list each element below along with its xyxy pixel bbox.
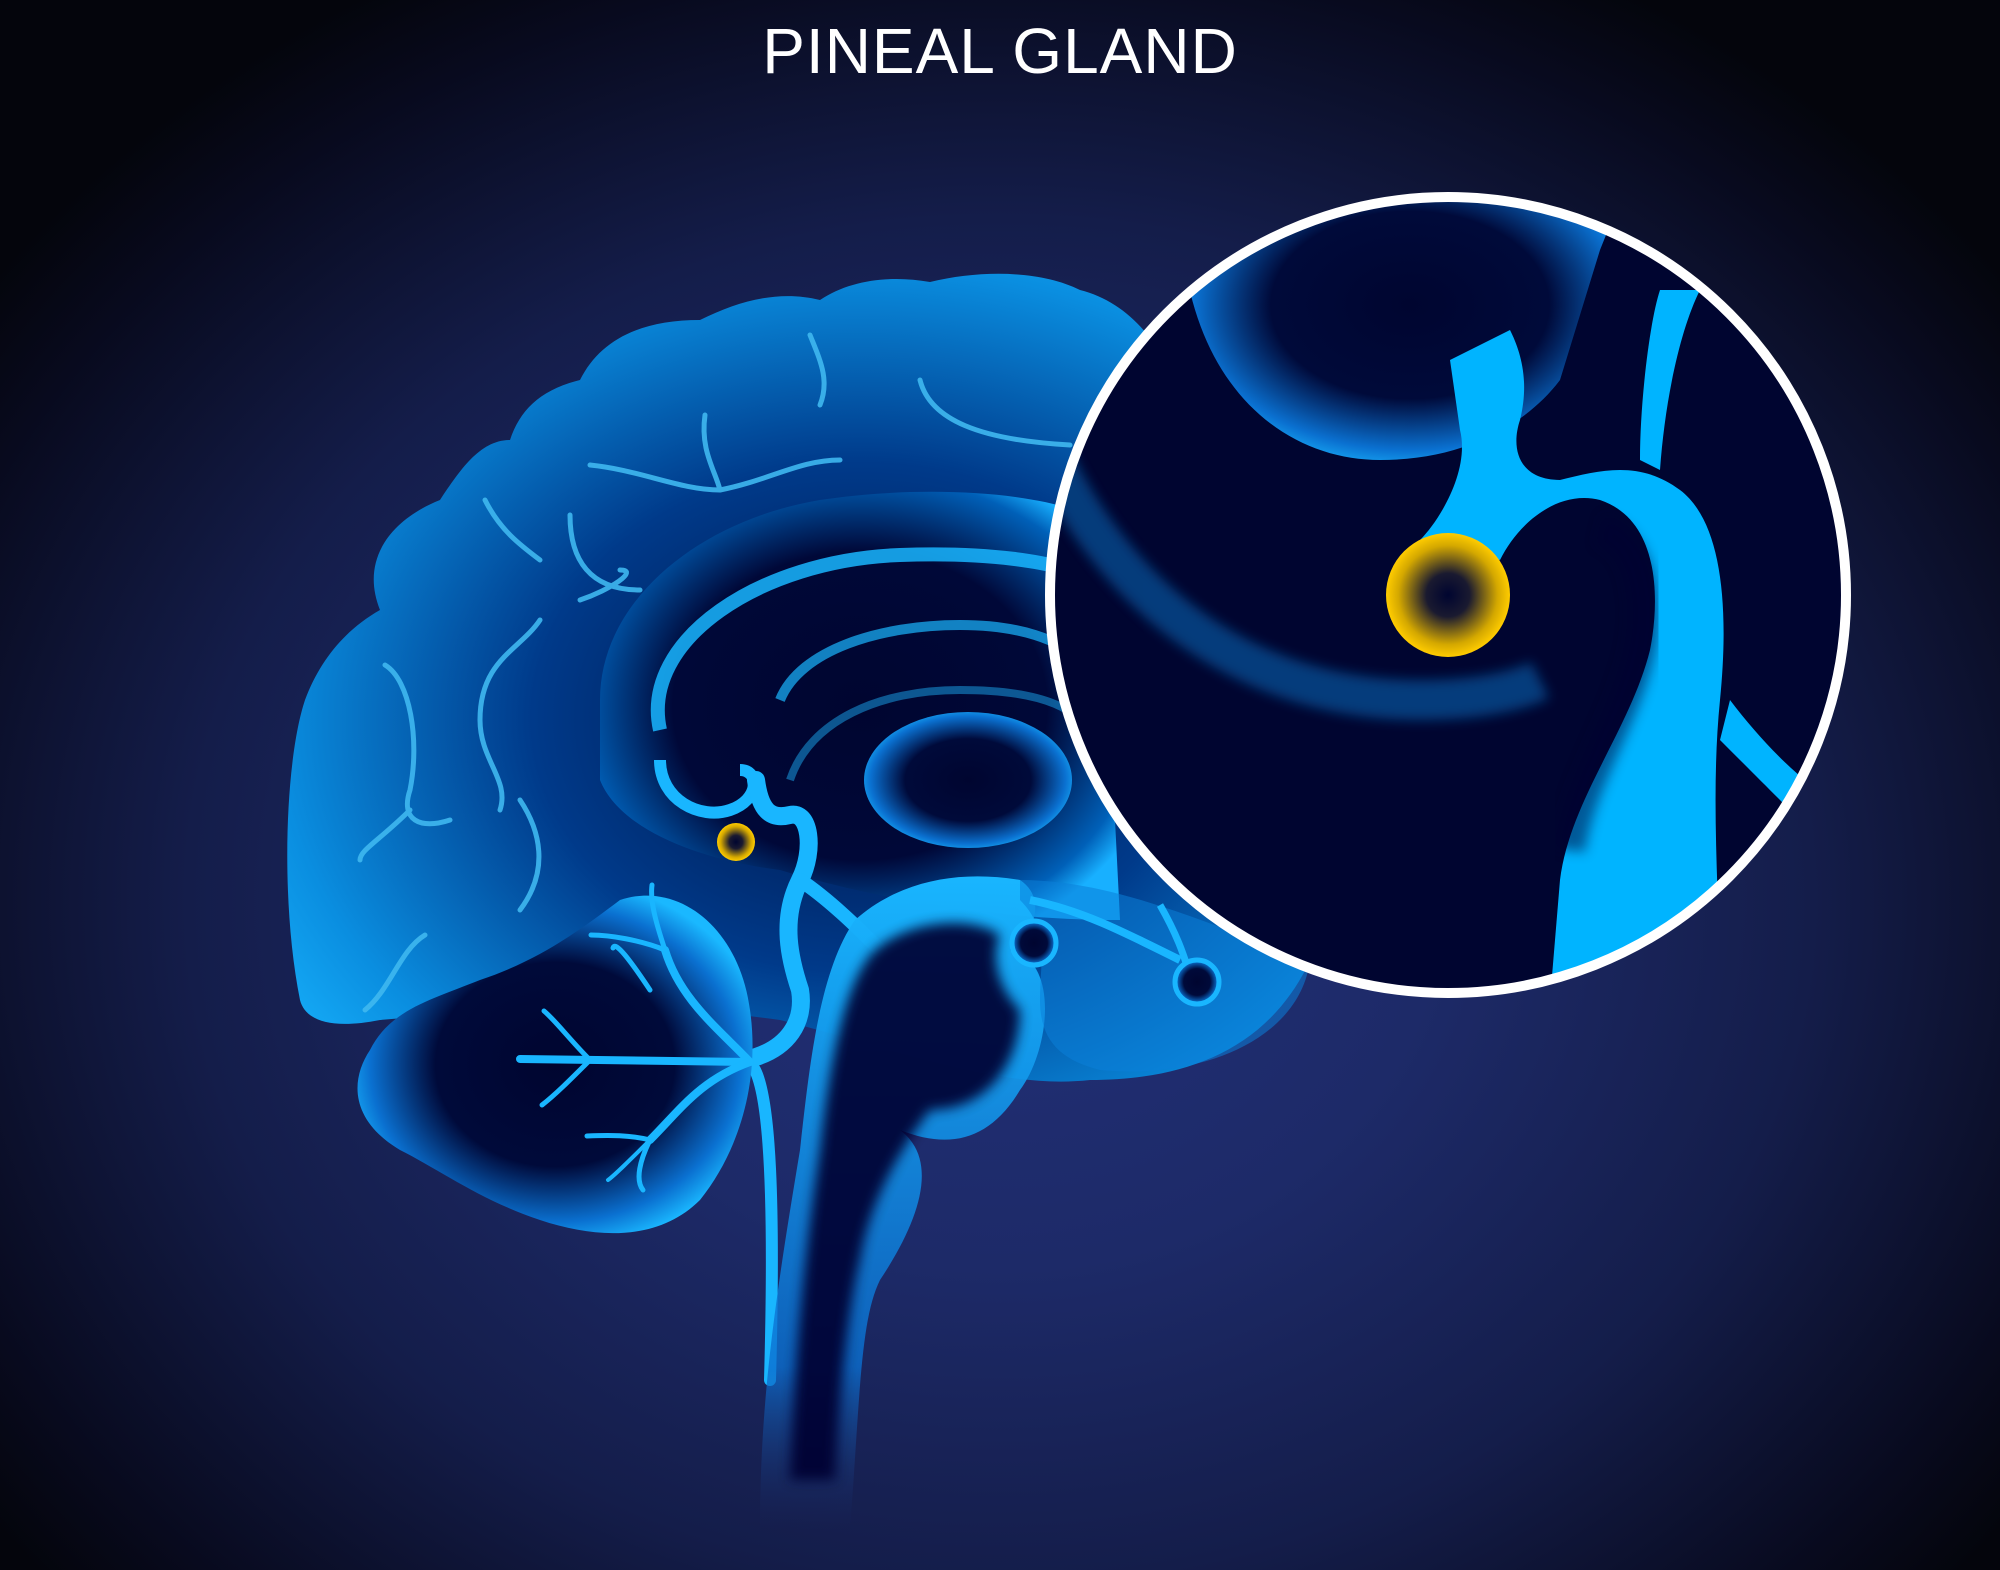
arbor-vitae	[516, 882, 754, 1193]
pituitary-gland	[1172, 957, 1222, 1007]
page-title: PINEAL GLAND	[762, 15, 1238, 87]
cerebellum	[357, 882, 754, 1234]
pineal-gland-small	[717, 823, 755, 861]
mammillary-body	[1009, 918, 1059, 968]
inner-region	[600, 491, 1120, 920]
brainstem	[760, 876, 1045, 1530]
pineal-gland-large	[1386, 533, 1510, 657]
gyri-lines	[357, 332, 1073, 1013]
hypothalamus-region	[1009, 880, 1310, 1072]
thalamus	[864, 712, 1072, 848]
